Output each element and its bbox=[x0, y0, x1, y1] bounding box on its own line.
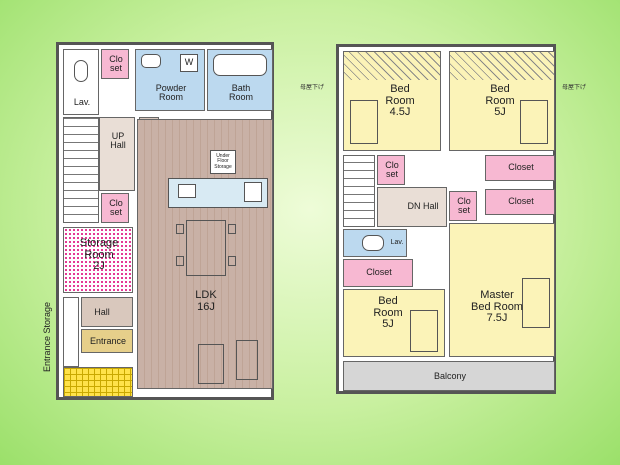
balcony: Balcony bbox=[343, 361, 555, 391]
chair-icon bbox=[176, 256, 184, 266]
room-bath: Bath Room bbox=[207, 49, 273, 111]
label-bed-room-3: Bed Room 5J bbox=[373, 295, 403, 331]
sink-kitchen-icon bbox=[178, 184, 196, 198]
label-lav-2f: Lav. bbox=[390, 239, 404, 246]
dining-table bbox=[186, 220, 226, 276]
washer-icon: W bbox=[180, 54, 198, 72]
room-closet-b: Closet bbox=[485, 155, 555, 181]
roof-slope-hatch-left bbox=[344, 52, 440, 80]
label-bed-room-2: Bed Room 5J bbox=[485, 83, 515, 119]
room-hall: Hall bbox=[81, 297, 133, 327]
label-closet-b: Closet bbox=[508, 162, 534, 172]
chair-icon bbox=[176, 224, 184, 234]
sink-icon bbox=[141, 54, 161, 68]
label-bath-room: Bath Room bbox=[228, 83, 253, 103]
room-closet-d: Closet bbox=[485, 189, 555, 215]
chair-icon bbox=[228, 224, 236, 234]
label-closet-d: Closet bbox=[508, 196, 534, 206]
room-entrance: Entrance bbox=[81, 329, 133, 353]
room-bed-2: Bed Room 5J bbox=[449, 51, 555, 151]
label-entrance: Entrance bbox=[89, 336, 127, 346]
label-up-hall: UP Hall bbox=[110, 131, 126, 151]
toilet-icon bbox=[362, 235, 384, 251]
room-bed-1: Bed Room 4.5J bbox=[343, 51, 441, 151]
room-closet-top: Clo set bbox=[101, 49, 129, 79]
roof-note-left: 母屋下げ bbox=[300, 85, 325, 91]
room-storage: Storage Room 2J bbox=[63, 227, 133, 293]
toilet-icon bbox=[74, 60, 88, 82]
label-closet-e: Closet bbox=[366, 267, 392, 277]
bathtub-icon bbox=[213, 54, 267, 76]
room-lav: Lav. bbox=[63, 49, 99, 115]
label-ldk: LDK 16J bbox=[195, 289, 217, 313]
tv-table bbox=[198, 344, 224, 384]
room-dn-hall: DN Hall bbox=[377, 187, 447, 227]
room-bed-3: Bed Room 5J bbox=[343, 289, 445, 357]
label-storage-room: Storage Room 2J bbox=[79, 237, 119, 273]
label-powder-room: Powder Room bbox=[155, 83, 187, 103]
room-closet-mid: Clo set bbox=[101, 193, 129, 223]
label-closet-top: Clo set bbox=[109, 54, 123, 74]
label-dn-hall: DN Hall bbox=[407, 201, 439, 211]
label-master-bed-room: Master Bed Room 7.5J bbox=[471, 289, 523, 325]
room-up-hall: UP Hall bbox=[99, 117, 135, 191]
room-closet-a: Clo set bbox=[377, 155, 405, 185]
floor-plan-2f: Bed Room 4.5J Bed Room 5J Clo set Closet… bbox=[336, 44, 556, 394]
stairs-1f bbox=[63, 117, 99, 223]
room-closet-c: Clo set bbox=[449, 191, 477, 221]
stove-icon bbox=[244, 182, 262, 202]
label-hall: Hall bbox=[94, 307, 110, 317]
label-under-floor-storage: Under Floor Storage bbox=[214, 153, 232, 170]
stairs-2f bbox=[343, 155, 375, 227]
bed-icon bbox=[350, 100, 378, 144]
roof-slope-hatch-right bbox=[450, 52, 554, 80]
room-powder: W Powder Room bbox=[135, 49, 205, 111]
under-floor-storage-box: Under Floor Storage bbox=[210, 150, 236, 174]
room-master-bed: Master Bed Room 7.5J bbox=[449, 223, 555, 357]
label-washer: W bbox=[184, 57, 194, 67]
chair-icon bbox=[228, 256, 236, 266]
roof-note-right: 母屋下げ bbox=[562, 85, 587, 91]
bed-icon bbox=[520, 100, 548, 144]
sofa bbox=[236, 340, 258, 380]
room-ldk: Under Floor Storage LDK 16J bbox=[137, 119, 273, 389]
label-bed-room-1: Bed Room 4.5J bbox=[385, 83, 415, 119]
label-lav: Lav. bbox=[73, 97, 91, 107]
label-closet-mid: Clo set bbox=[109, 198, 123, 218]
room-closet-e: Closet bbox=[343, 259, 413, 287]
entrance-storage-strip bbox=[63, 297, 79, 367]
bed-icon bbox=[522, 278, 550, 328]
bed-icon bbox=[410, 310, 438, 352]
entrance-porch bbox=[63, 367, 133, 397]
label-balcony: Balcony bbox=[433, 371, 467, 381]
room-lav-2f: Lav. bbox=[343, 229, 407, 257]
floor-plan-1f: Lav. Clo set W Powder Room Bath Room UP … bbox=[56, 42, 274, 400]
label-closet-c: Clo set bbox=[457, 196, 471, 216]
label-entrance-storage: Entrance Storage bbox=[42, 301, 52, 372]
label-closet-a: Clo set bbox=[385, 160, 399, 180]
